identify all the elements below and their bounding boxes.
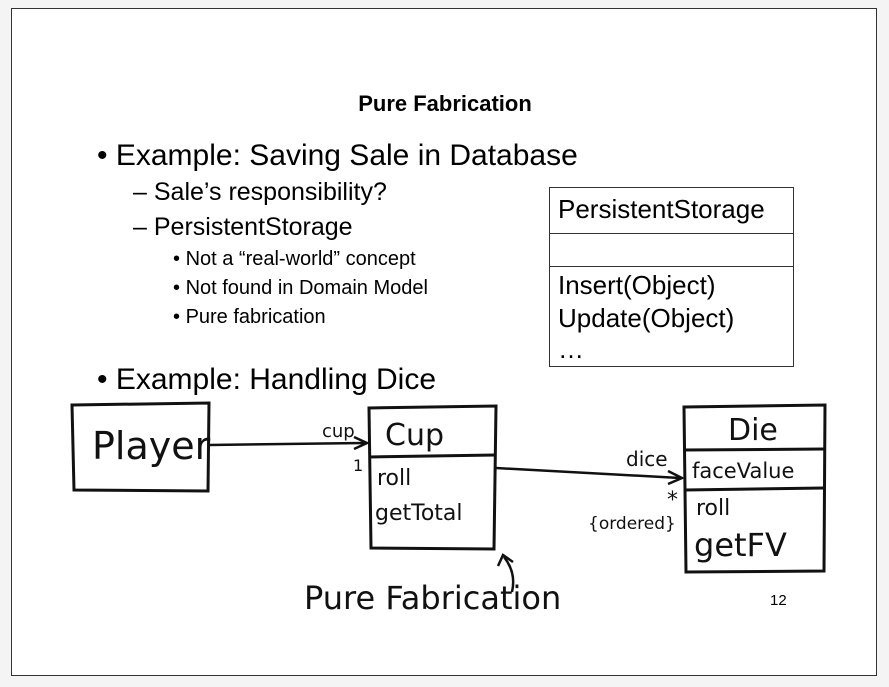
annotation-arrow: [503, 556, 515, 593]
subsub-bullet-real-world: • Not a “real-world” concept: [173, 248, 416, 270]
class-operation: …: [558, 334, 584, 364]
slide-title: Pure Fabrication: [358, 91, 532, 116]
class-operation: Update(Object): [558, 303, 735, 333]
arrow-head: [667, 469, 685, 486]
player-box: [70, 401, 211, 493]
bullet-text: Example: Saving Sale in Database: [115, 139, 578, 172]
die-divider: [684, 486, 825, 492]
cup-role-label: cup: [322, 421, 355, 442]
subsub-bullet-domain-model: • Not found in Domain Model: [173, 277, 428, 299]
persistent-storage-class-box: PersistentStorage Insert(Object) Update(…: [549, 187, 794, 367]
bullet-dot: •: [97, 363, 108, 396]
page-number: 12: [770, 592, 787, 609]
cup-label: Cup: [385, 418, 444, 453]
player-label: Player: [92, 424, 211, 468]
class-divider: [550, 266, 793, 267]
cup-multiplicity: 1: [353, 456, 363, 475]
dice-multiplicity: *: [667, 488, 678, 513]
subsub-bullet-text: Pure fabrication: [185, 306, 326, 328]
class-name: PersistentStorage: [558, 194, 765, 224]
class-operation: Insert(Object): [558, 270, 716, 300]
slide: Pure Fabrication • Example: Saving Sale …: [11, 8, 877, 676]
bullet-text: Example: Handling Dice: [115, 363, 437, 396]
cup-divider: [368, 453, 497, 459]
die-op-getfv: getFV: [694, 526, 787, 564]
cup-box: [367, 404, 498, 551]
cup-op-roll: roll: [377, 466, 411, 491]
dice-constraint: {ordered}: [588, 514, 676, 534]
die-label: Die: [728, 413, 778, 448]
dice-role-label: dice: [626, 447, 668, 471]
die-attr-facevalue: faceValue: [692, 459, 794, 483]
subsub-bullet-text: Not a “real-world” concept: [185, 248, 416, 270]
bullet-saving-sale: • Example: Saving Sale in Database: [97, 139, 578, 173]
pure-fabrication-annotation: Pure Fabrication: [304, 579, 561, 617]
sub-bullet-text: Sale’s responsibility?: [153, 178, 387, 206]
cup-op-gettotal: getTotal: [375, 501, 463, 526]
player-cup-association: [208, 441, 365, 447]
handling-dice-sketch: Player cup 1 Cup roll getTotal dice * {o…: [70, 401, 827, 617]
die-op-roll: roll: [696, 496, 730, 521]
sub-bullet-persistentstorage: – PersistentStorage: [133, 213, 353, 241]
arrow-head: [353, 435, 370, 451]
sub-bullet-responsibility: – Sale’s responsibility?: [133, 178, 387, 206]
subsub-bullet-pure-fabrication: • Pure fabrication: [173, 306, 326, 328]
cup-die-association: [495, 466, 681, 480]
subsub-bullet-text: Not found in Domain Model: [185, 277, 428, 299]
die-box: [682, 403, 827, 574]
sub-bullet-text: PersistentStorage: [153, 213, 353, 241]
die-divider: [683, 447, 826, 452]
bullet-dot: •: [97, 139, 108, 172]
arrow-head: [496, 553, 514, 567]
class-divider: [550, 233, 793, 234]
bullet-handling-dice: • Example: Handling Dice: [97, 363, 436, 397]
